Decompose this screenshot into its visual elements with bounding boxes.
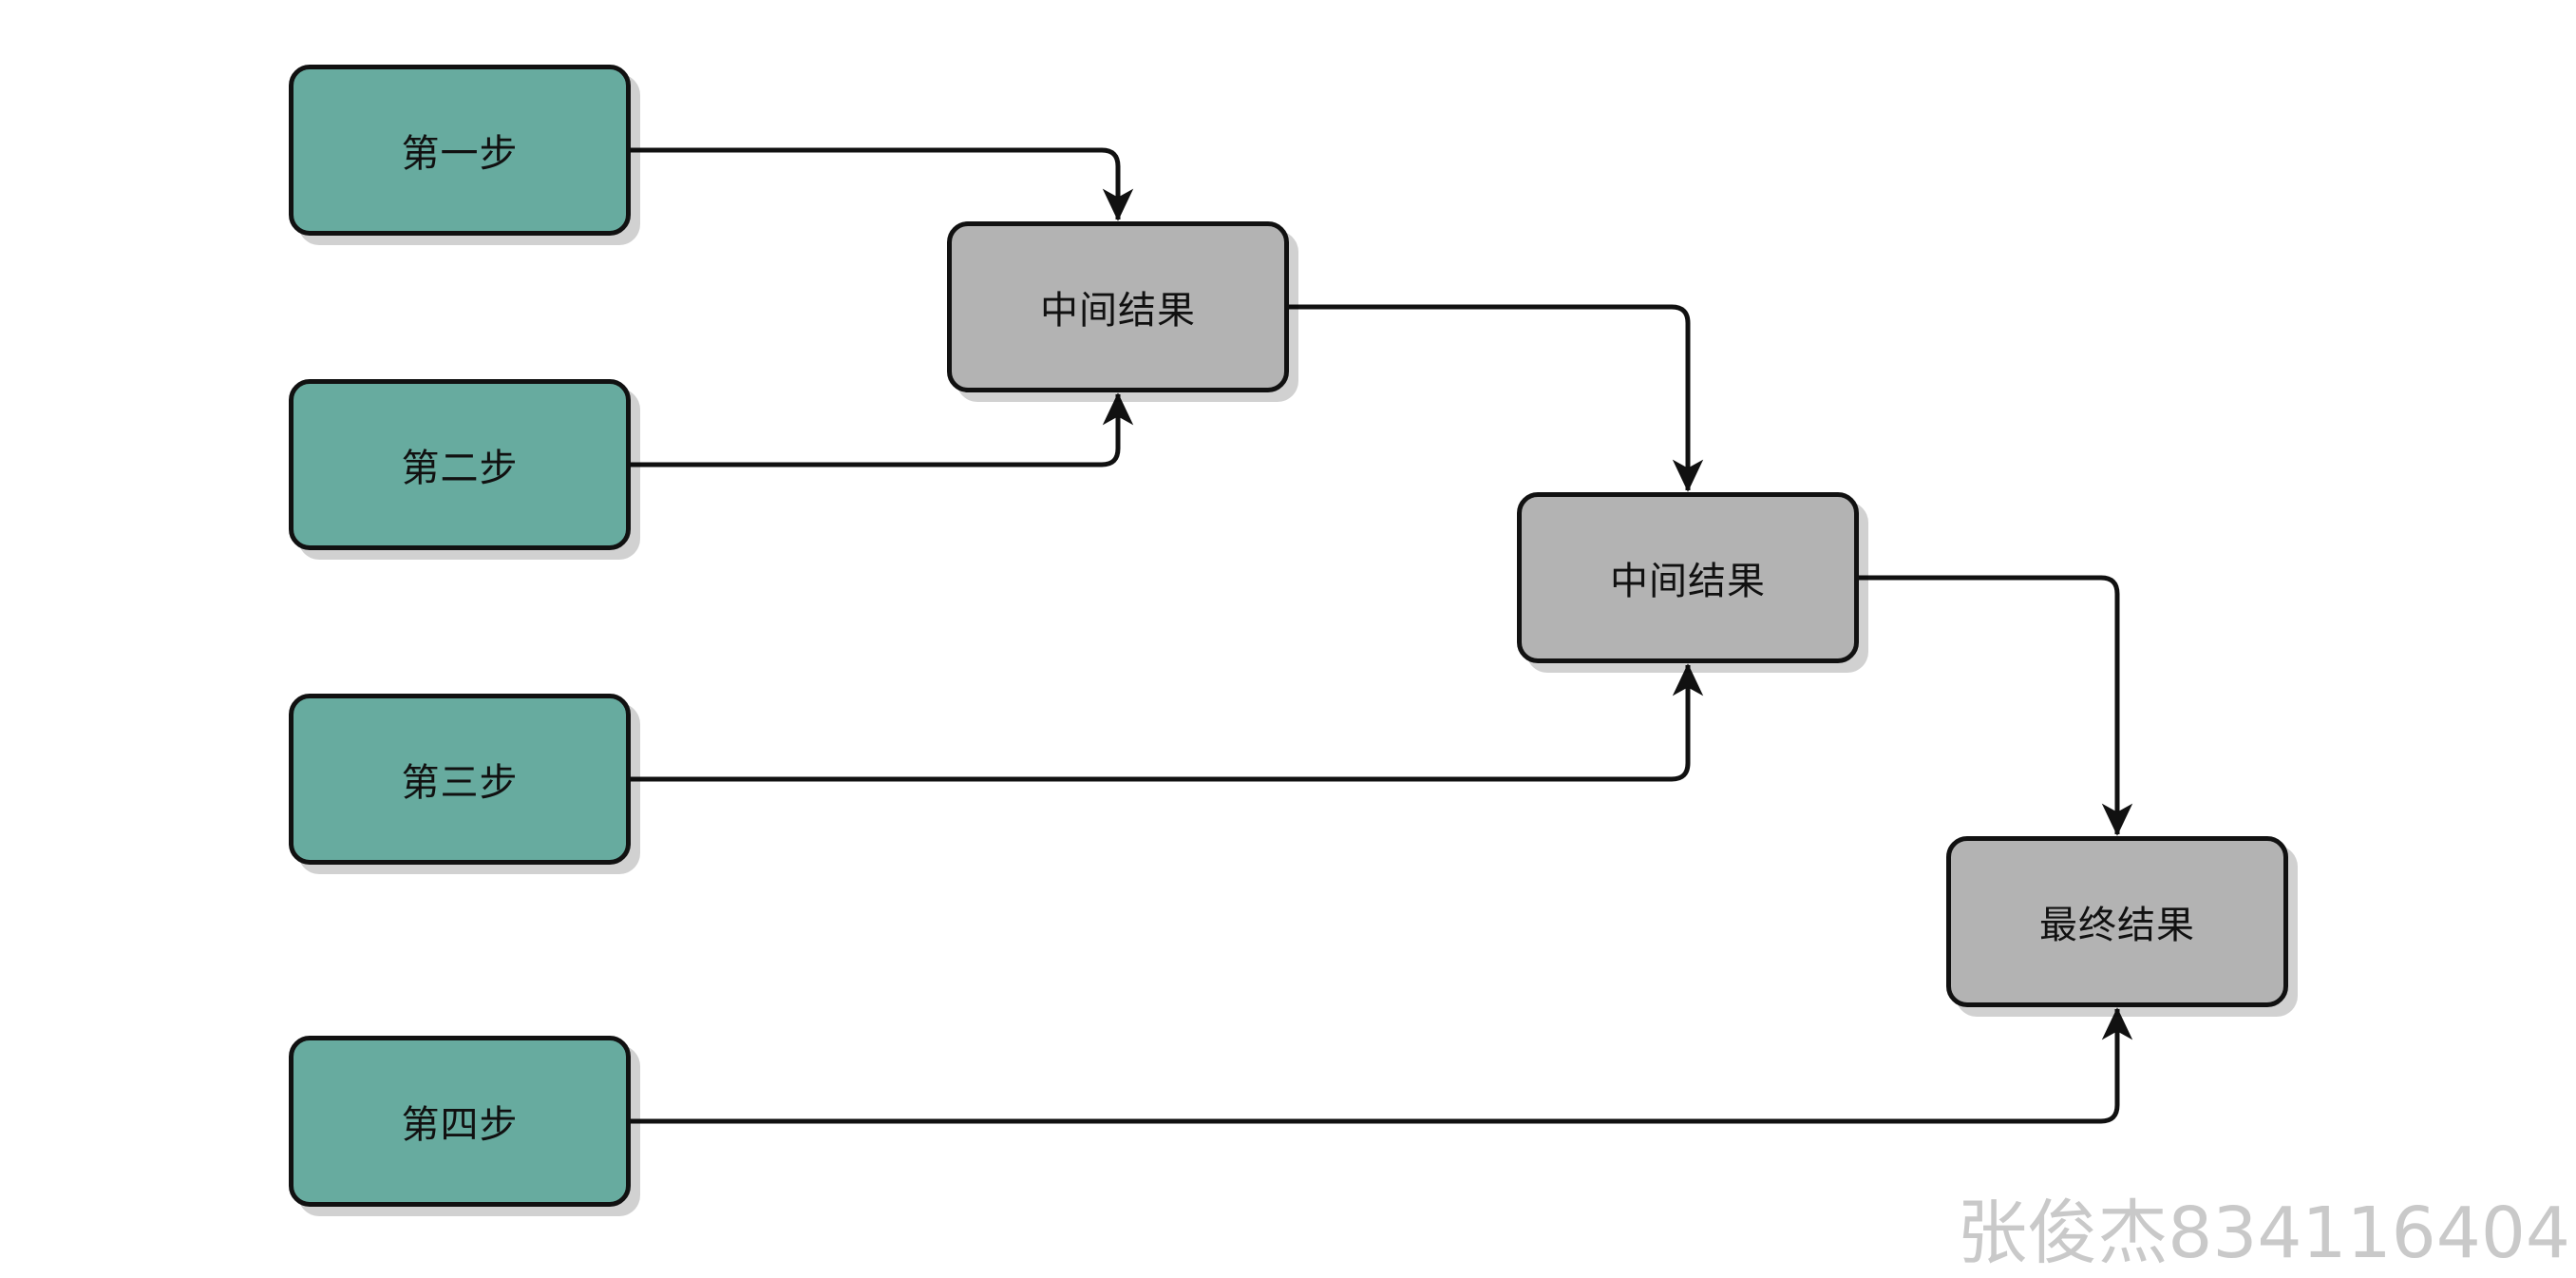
edge-step4-to-final — [631, 1007, 2133, 1124]
node-step-1-label: 第一步 — [401, 132, 519, 176]
edge-step1-to-mid1 — [631, 147, 1134, 221]
edge-step2-to-mid1 — [631, 392, 1134, 467]
edge-mid2-to-final — [1859, 575, 2133, 836]
node-final-result-label: 最终结果 — [2039, 904, 2195, 947]
node-intermediate-1: 中间结果 — [947, 221, 1289, 392]
node-step-3: 第三步 — [289, 694, 631, 865]
edge-mid1-to-mid2 — [1289, 304, 1704, 492]
node-step-1: 第一步 — [289, 65, 631, 236]
node-step-2: 第二步 — [289, 379, 631, 550]
node-intermediate-1-label: 中间结果 — [1040, 289, 1196, 333]
node-step-4: 第四步 — [289, 1036, 631, 1207]
watermark: 张俊杰834116404 — [1957, 1192, 2570, 1274]
node-final-result: 最终结果 — [1946, 836, 2288, 1007]
node-intermediate-2: 中间结果 — [1517, 492, 1859, 663]
node-step-2-label: 第二步 — [401, 447, 519, 490]
node-step-4-label: 第四步 — [401, 1103, 519, 1147]
node-intermediate-2-label: 中间结果 — [1610, 560, 1766, 603]
node-step-3-label: 第三步 — [401, 761, 519, 805]
edge-step3-to-mid2 — [631, 663, 1704, 782]
